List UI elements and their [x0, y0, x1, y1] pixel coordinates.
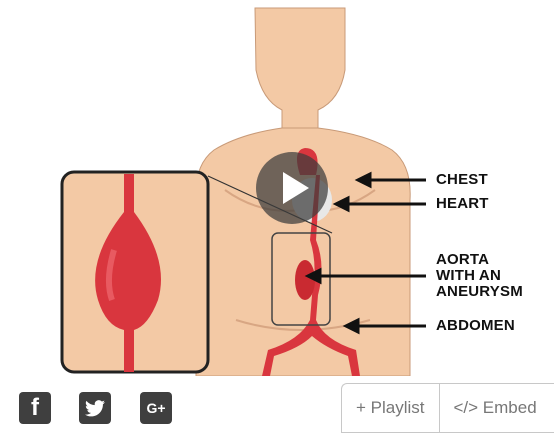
head-shape — [255, 8, 345, 135]
play-icon — [283, 172, 309, 204]
twitter-share-button[interactable] — [79, 392, 111, 424]
label-chest: CHEST — [436, 172, 488, 188]
share-toolbar: f G+ + Playlist </> Embed — [0, 376, 554, 428]
google-plus-share-button[interactable]: G+ — [140, 392, 172, 424]
twitter-icon — [85, 400, 105, 417]
label-aorta: AORTA WITH AN ANEURYSM — [436, 252, 523, 300]
facebook-share-button[interactable]: f — [19, 392, 51, 424]
video-player[interactable]: CHEST HEART AORTA WITH AN ANEURYSM ABDOM… — [0, 0, 554, 376]
label-abdomen: ABDOMEN — [436, 318, 515, 334]
google-plus-icon: G+ — [146, 400, 165, 416]
facebook-icon: f — [31, 394, 39, 422]
embed-button[interactable]: </> Embed — [439, 384, 551, 432]
play-button[interactable] — [256, 152, 328, 224]
embed-label: </> Embed — [454, 398, 537, 418]
add-to-playlist-button[interactable]: + Playlist — [342, 384, 439, 432]
playlist-label: + Playlist — [356, 398, 425, 418]
video-actions: + Playlist </> Embed — [341, 383, 554, 433]
label-heart: HEART — [436, 196, 489, 212]
